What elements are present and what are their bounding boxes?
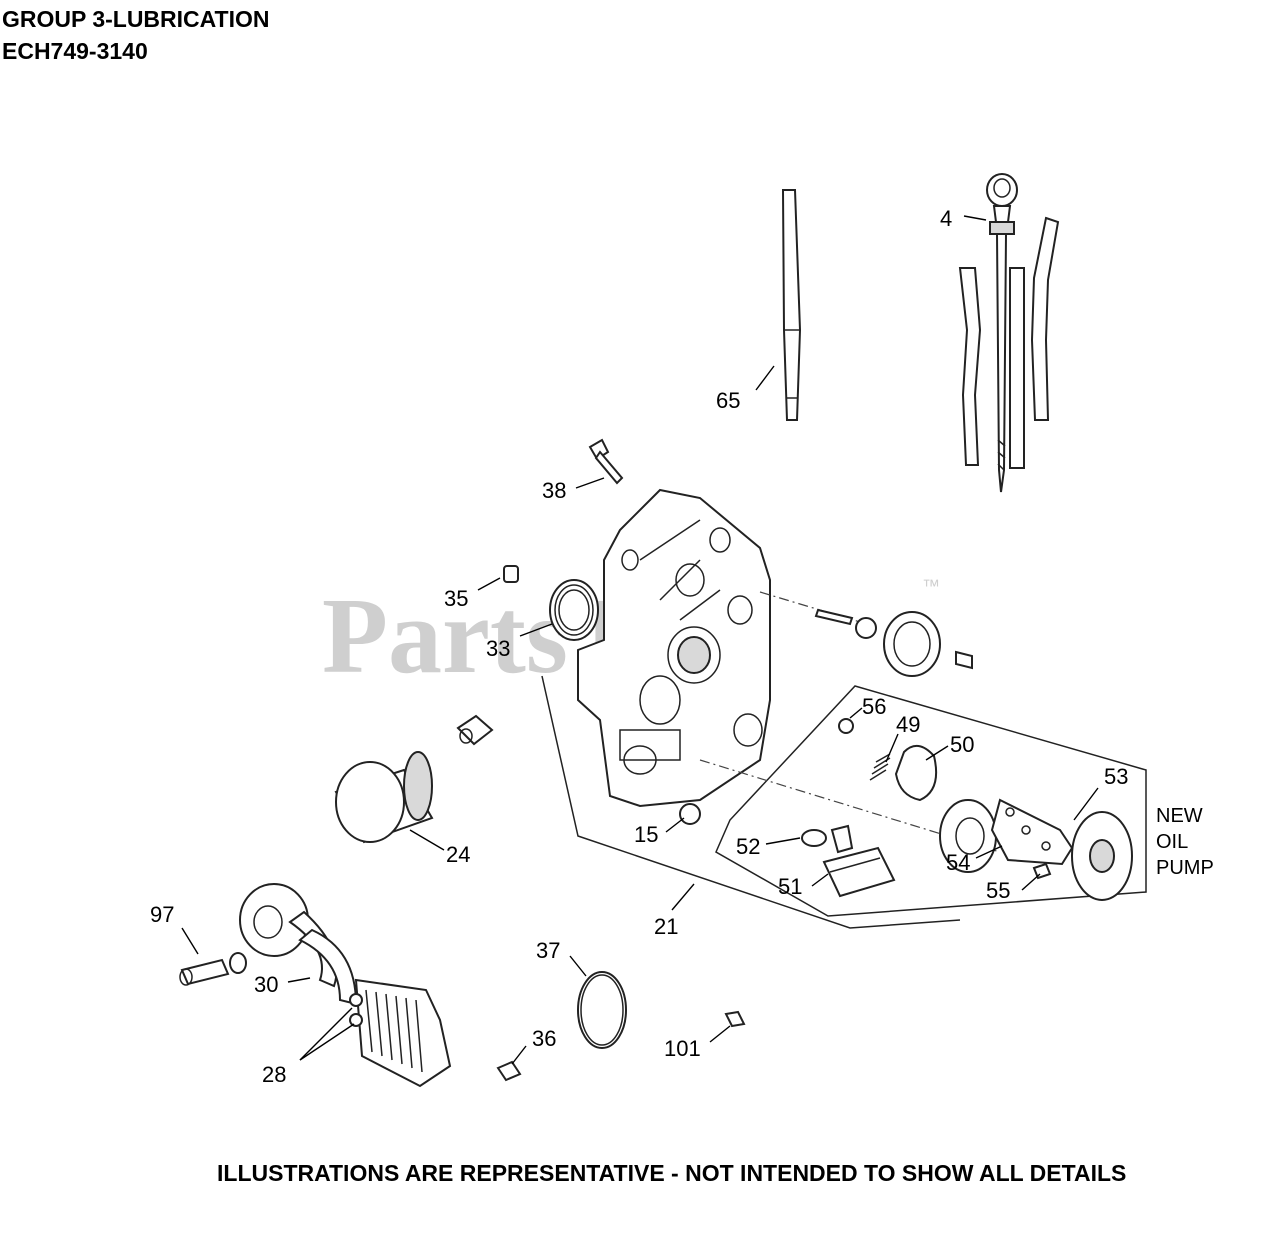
part-28-oil-cooler[interactable] xyxy=(349,978,452,1088)
part-50-gasket[interactable] xyxy=(894,745,938,802)
new-oil-pump-line3: PUMP xyxy=(1156,857,1214,879)
part-53-oil-pump[interactable] xyxy=(939,798,1133,901)
callout-56: 56 xyxy=(862,694,886,719)
callout-101: 101 xyxy=(664,1036,701,1061)
new-oil-pump-line2: OIL xyxy=(1156,831,1188,853)
callout-4: 4 xyxy=(940,206,952,231)
part-35-dowel[interactable] xyxy=(503,565,519,583)
callout-33: 33 xyxy=(486,636,510,661)
page-title: GROUP 3-LUBRICATION xyxy=(2,6,270,32)
part-55-screw[interactable] xyxy=(1032,862,1052,880)
callout-50: 50 xyxy=(950,732,974,757)
part-56-ball[interactable] xyxy=(838,718,854,734)
part-97-adapter[interactable] xyxy=(179,952,247,986)
callout-53: 53 xyxy=(1104,764,1128,789)
part-36-nut[interactable] xyxy=(496,1060,522,1082)
part-30-filter-adapter[interactable] xyxy=(239,883,358,1006)
callout-38: 38 xyxy=(542,478,566,503)
part-4-dipstick[interactable] xyxy=(986,173,1018,493)
callout-54: 54 xyxy=(946,850,970,875)
part-101-screw[interactable] xyxy=(724,1010,746,1028)
watermark-trademark: ™ xyxy=(922,576,940,596)
part-51-pickup-screen[interactable] xyxy=(822,824,896,898)
part-52-o-ring[interactable] xyxy=(801,829,827,847)
callout-37: 37 xyxy=(536,938,560,963)
new-oil-pump-line1: NEW xyxy=(1156,805,1203,827)
part-37-o-ring[interactable] xyxy=(577,971,627,1049)
callout-52: 52 xyxy=(736,834,760,859)
part-21-closure-plate[interactable] xyxy=(577,488,771,808)
callout-30: 30 xyxy=(254,972,278,997)
part-24-oil-filter[interactable] xyxy=(334,751,434,844)
governor-gear[interactable] xyxy=(759,591,973,677)
part-33-oil-seal[interactable] xyxy=(549,579,599,641)
callout-36: 36 xyxy=(532,1026,556,1051)
callout-65: 65 xyxy=(716,388,740,413)
callout-15: 15 xyxy=(634,822,658,847)
callout-49: 49 xyxy=(896,712,920,737)
part-38-bolt[interactable] xyxy=(588,438,624,485)
part-65-dipstick-tube[interactable] xyxy=(781,189,802,421)
part-49-spring[interactable] xyxy=(869,753,891,781)
callout-28: 28 xyxy=(262,1062,286,1087)
callout-55: 55 xyxy=(986,878,1010,903)
callout-21: 21 xyxy=(654,914,678,939)
callout-35: 35 xyxy=(444,586,468,611)
part-15-o-ring[interactable] xyxy=(679,803,701,825)
callout-97: 97 xyxy=(150,902,174,927)
dipstick-tube-set[interactable] xyxy=(958,216,1060,469)
plug[interactable] xyxy=(456,714,494,746)
leader-lines xyxy=(181,215,1099,1065)
disclaimer-note: ILLUSTRATIONS ARE REPRESENTATIVE - NOT I… xyxy=(217,1160,1127,1186)
callout-51: 51 xyxy=(778,874,802,899)
model-number: ECH749-3140 xyxy=(2,38,148,64)
callout-24: 24 xyxy=(446,842,470,867)
